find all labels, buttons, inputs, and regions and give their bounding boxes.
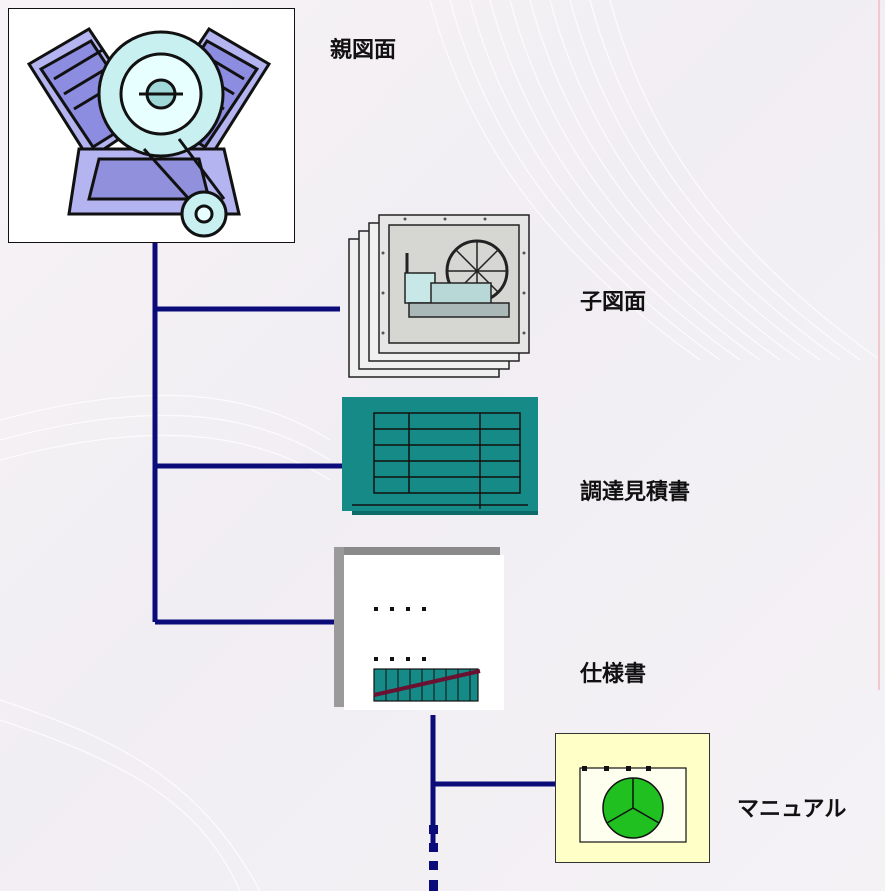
pie-chart-icon [579, 766, 687, 843]
ellipsis-dot [429, 861, 438, 870]
spreadsheet-icon [342, 397, 538, 515]
parent-drawing-label: 親図面 [330, 38, 397, 63]
manual-box [555, 733, 710, 863]
document-icon [334, 547, 504, 710]
manual-label: マニュアル [737, 797, 847, 822]
engine-icon [26, 26, 272, 238]
ellipsis-dot [429, 825, 438, 834]
ellipsis-dot [429, 880, 438, 891]
spec-label: 仕様書 [580, 662, 647, 687]
ellipsis-dot [429, 843, 438, 852]
child-drawing-label: 子図面 [580, 290, 647, 315]
steam-engine-drawing-icon [348, 214, 530, 378]
quote-label: 調達見積書 [580, 480, 691, 505]
parent-drawing-box [8, 8, 295, 243]
